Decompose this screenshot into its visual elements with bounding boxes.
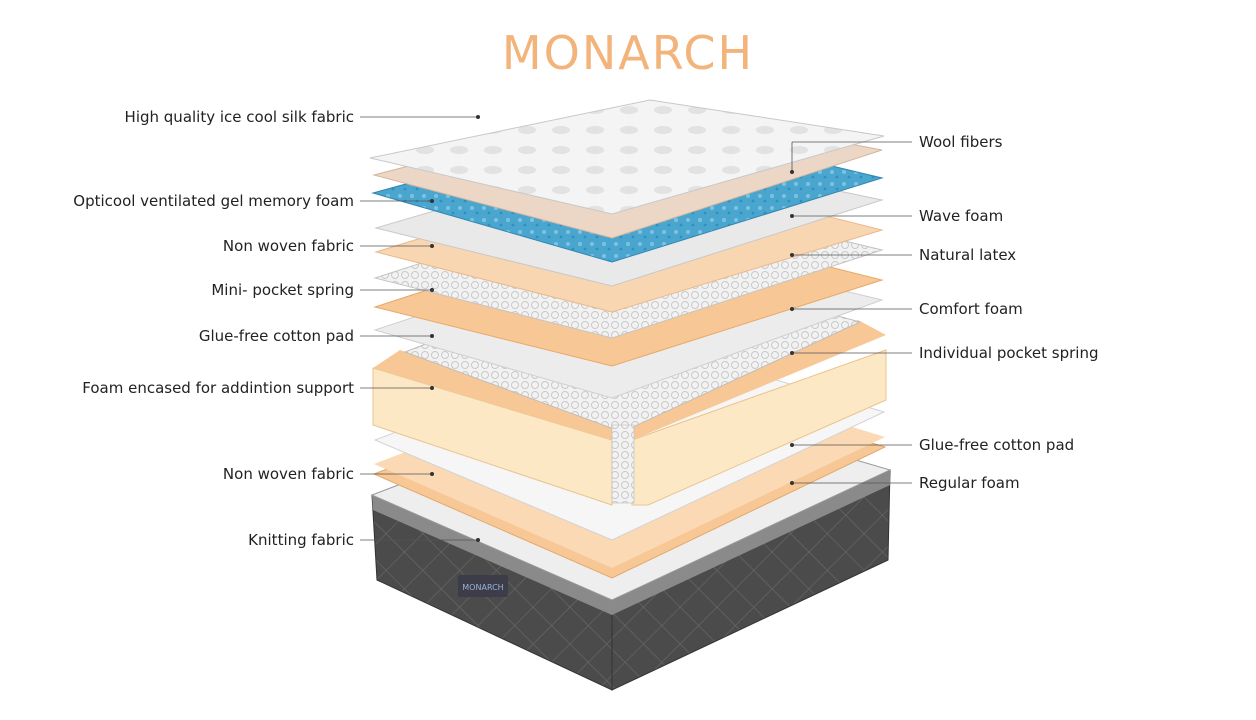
label-glue-free-cotton-pad-lower: Glue-free cotton pad	[919, 436, 1074, 454]
label-foam-encased: Foam encased for addintion support	[82, 379, 354, 397]
label-individual-pocket-spring: Individual pocket spring	[919, 344, 1099, 362]
label-mini-pocket-spring: Mini- pocket spring	[211, 281, 354, 299]
label-gel-memory-foam: Opticool ventilated gel memory foam	[73, 192, 354, 210]
label-wave-foam: Wave foam	[919, 207, 1003, 225]
label-knitting-fabric: Knitting fabric	[248, 531, 354, 549]
label-regular-foam: Regular foam	[919, 474, 1020, 492]
spring-cutaway-column	[612, 425, 634, 503]
label-natural-latex: Natural latex	[919, 246, 1016, 264]
label-non-woven-fabric-lower: Non woven fabric	[223, 465, 354, 483]
label-comfort-foam: Comfort foam	[919, 300, 1023, 318]
mattress-logo-text: MONARCH	[462, 583, 503, 592]
label-non-woven-fabric-upper: Non woven fabric	[223, 237, 354, 255]
label-silk-fabric: High quality ice cool silk fabric	[125, 108, 354, 126]
label-glue-free-cotton-pad-upper: Glue-free cotton pad	[199, 327, 354, 345]
label-wool-fibers: Wool fibers	[919, 133, 1003, 151]
